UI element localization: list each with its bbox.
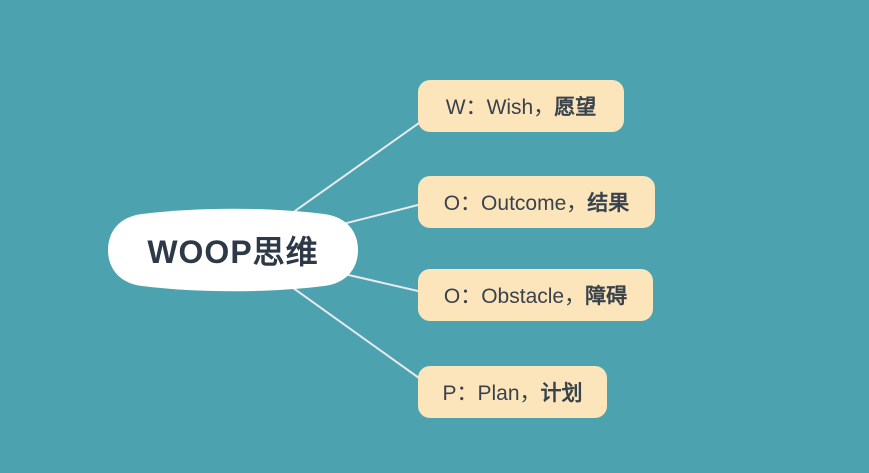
central-topic[interactable]: WOOP思维 [108, 207, 358, 293]
branch-label-zh: 结果 [587, 192, 630, 215]
branch-label-zh: 愿望 [554, 96, 597, 119]
branch-node-plan[interactable]: P：Plan，计划 [418, 366, 607, 418]
branch-node-wish[interactable]: W：Wish，愿望 [418, 80, 624, 132]
branch-node-outcome[interactable]: O：Outcome，结果 [418, 176, 655, 228]
branch-label-en: O：Outcome， [443, 192, 588, 215]
branch-label-en: P：Plan， [442, 382, 541, 405]
central-topic-label: WOOP思维 [147, 234, 319, 270]
central-topic-shape [108, 208, 358, 292]
branch-node-obstacle[interactable]: O：Obstacle，障碍 [418, 269, 653, 321]
branch-label-en: O：Obstacle， [443, 285, 586, 308]
branch-label-zh: 障碍 [585, 285, 628, 308]
branch-label-en: W：Wish， [445, 96, 555, 119]
branch-label-zh: 计划 [540, 382, 583, 405]
